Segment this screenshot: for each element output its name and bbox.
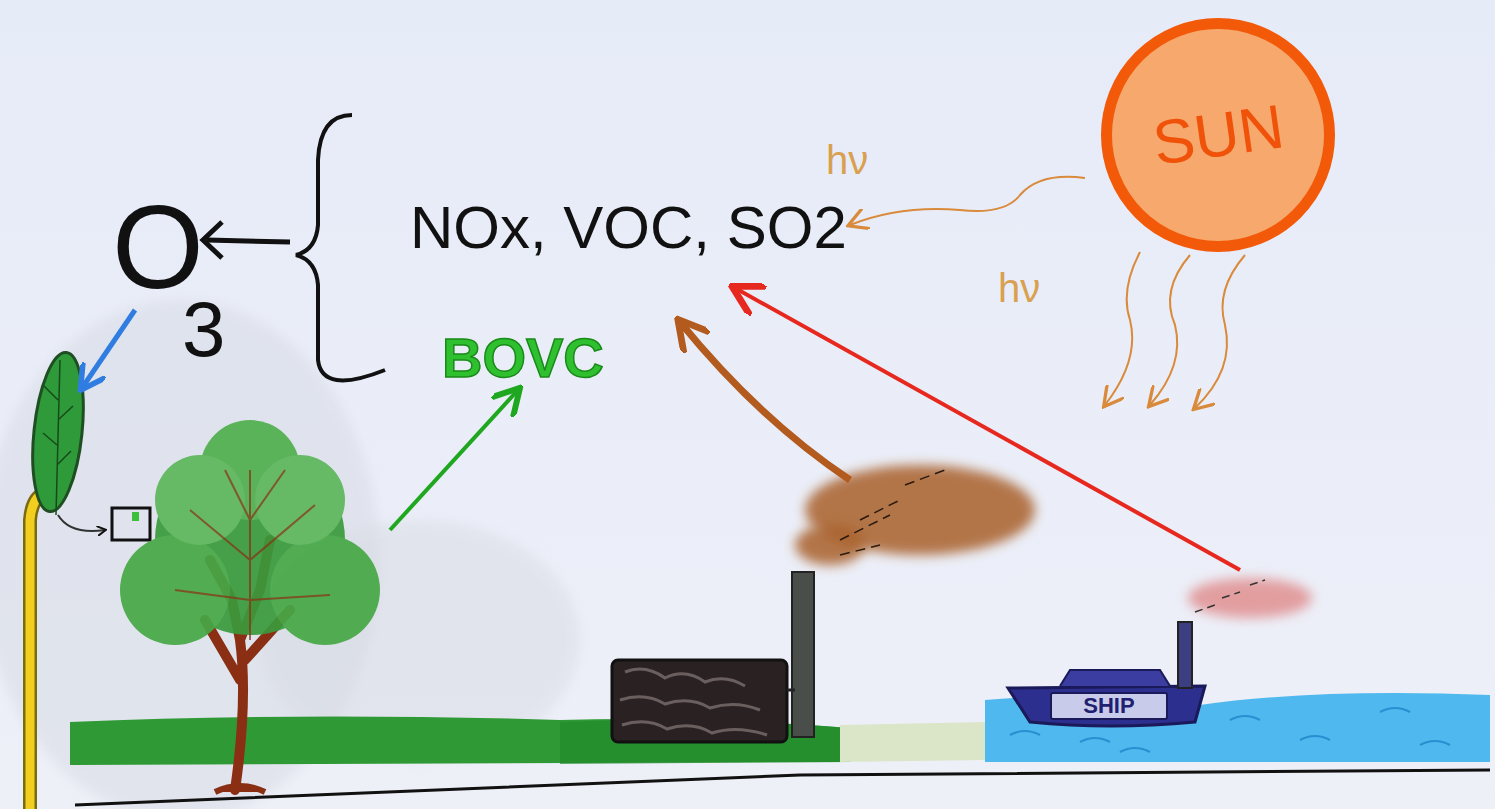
arrow-head	[203, 222, 222, 258]
chemical-label: O	[112, 188, 204, 306]
uptake-arrow	[82, 310, 135, 388]
stomata	[132, 512, 139, 521]
zoom-arrow	[58, 515, 105, 531]
emission-arrow	[390, 390, 518, 530]
stomata-box	[112, 508, 150, 540]
water	[985, 693, 1490, 762]
sand	[840, 722, 985, 762]
coal-texture	[620, 669, 767, 735]
canopy-part	[270, 535, 380, 645]
coal-heap	[612, 660, 787, 742]
ship-hull	[1008, 686, 1205, 726]
ground-line	[75, 770, 1490, 805]
canopy-part	[255, 455, 345, 545]
ship-nameplate: SHIP	[1050, 692, 1168, 720]
radiation-arrow	[850, 177, 1085, 225]
smoke-stroke	[1195, 580, 1265, 612]
tree-root	[215, 786, 265, 792]
chemical-label: 3	[182, 290, 225, 368]
plant-stem	[30, 492, 48, 809]
tree-canopy	[120, 420, 380, 645]
formation-arrow	[207, 240, 290, 242]
plant-stem	[30, 492, 48, 809]
radiation-ray	[1150, 255, 1190, 405]
leaf	[26, 350, 90, 514]
radiation-ray	[1105, 252, 1140, 405]
ship-cabin	[1060, 670, 1170, 686]
node-text: SUN	[1149, 95, 1287, 175]
canopy-part	[155, 455, 245, 545]
chimney	[792, 572, 814, 737]
chimney-pipe	[787, 689, 795, 692]
sun-circle: SUN	[1101, 18, 1335, 252]
smoke-stroke	[840, 470, 945, 555]
node-text: SHIP	[1083, 695, 1134, 717]
chemical-label: NOx, VOC, SO2	[410, 198, 847, 258]
ship-smoke	[1188, 578, 1312, 618]
tree-branches	[175, 470, 330, 640]
emission-arrow	[735, 288, 1240, 570]
photon-symbol: hν	[826, 140, 868, 180]
leaf-vein	[43, 360, 73, 515]
bracket	[296, 115, 385, 380]
photon-symbol: hν	[998, 268, 1040, 308]
ship-funnel	[1178, 622, 1192, 688]
radiation-ray	[1195, 255, 1245, 408]
chemical-label: BOVC	[442, 330, 604, 386]
factory-smoke	[795, 525, 865, 565]
emission-arrow	[680, 322, 850, 480]
